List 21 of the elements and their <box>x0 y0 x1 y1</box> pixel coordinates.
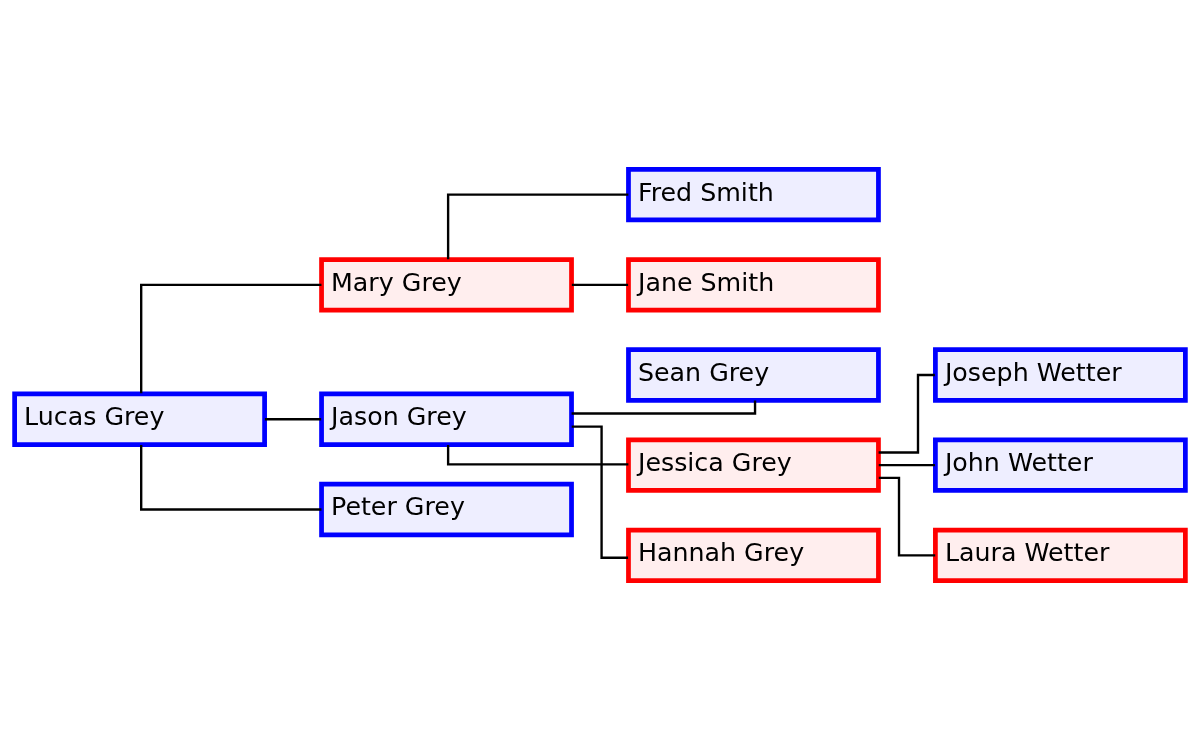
node-box: Jessica Grey <box>626 437 881 493</box>
connector <box>140 283 322 394</box>
connector <box>446 193 629 260</box>
connector <box>878 476 936 557</box>
node-box: Joseph Wetter <box>933 347 1188 403</box>
node-box: Fred Smith <box>626 166 881 223</box>
node-box: Jane Smith <box>626 257 881 313</box>
node-box: Hannah Grey <box>626 527 881 584</box>
node-box: Laura Wetter <box>933 527 1188 584</box>
connector <box>571 425 629 559</box>
connector <box>140 444 322 511</box>
node-box: Sean Grey <box>626 347 881 403</box>
connector <box>878 464 935 467</box>
connector <box>264 418 322 421</box>
node-box: Mary Grey <box>319 257 574 313</box>
node-box: Jason Grey <box>319 391 574 447</box>
node-box: Lucas Grey <box>12 391 267 447</box>
connector <box>571 400 757 415</box>
node-box: John Wetter <box>933 437 1188 493</box>
connector <box>571 283 629 286</box>
node-box: Peter Grey <box>319 481 574 538</box>
